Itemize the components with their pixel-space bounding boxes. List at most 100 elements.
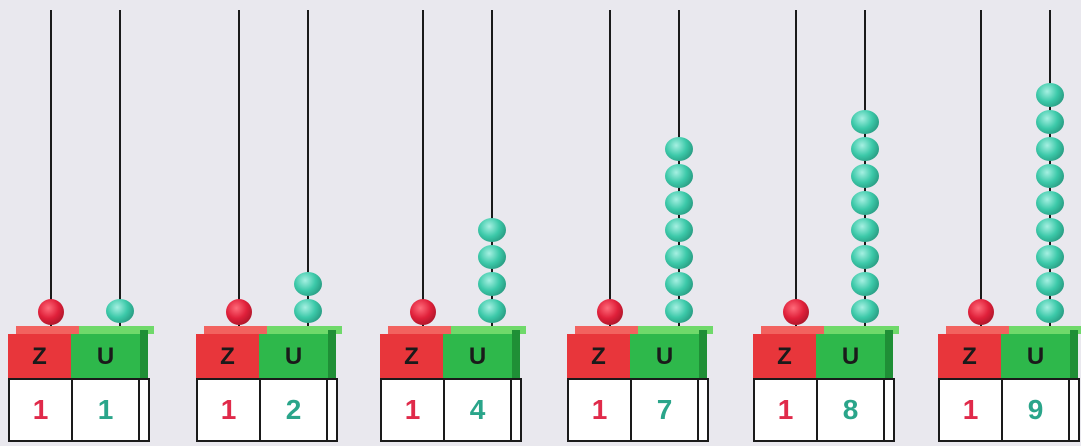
tens-bead bbox=[38, 299, 64, 325]
tens-digit: 1 bbox=[380, 378, 445, 442]
tens-rod bbox=[609, 10, 611, 326]
unit-bead bbox=[851, 110, 879, 134]
digit-box-side bbox=[512, 378, 522, 442]
unit-bead bbox=[851, 299, 879, 323]
unit-bead bbox=[1036, 299, 1064, 323]
digit-box-side bbox=[699, 378, 709, 442]
units-header: U bbox=[1001, 334, 1070, 380]
tens-header: Z bbox=[567, 334, 630, 380]
unit-bead bbox=[478, 272, 506, 296]
units-digit: 7 bbox=[630, 378, 699, 442]
unit-bead bbox=[478, 218, 506, 242]
unit-bead bbox=[294, 272, 322, 296]
unit-bead bbox=[851, 191, 879, 215]
units-header: U bbox=[443, 334, 512, 380]
tens-bead bbox=[968, 299, 994, 325]
tens-rod bbox=[795, 10, 797, 326]
digit-box-side bbox=[328, 378, 338, 442]
unit-bead bbox=[294, 299, 322, 323]
unit-bead bbox=[851, 272, 879, 296]
units-header: U bbox=[71, 334, 140, 380]
unit-bead bbox=[1036, 137, 1064, 161]
unit-bead bbox=[1036, 272, 1064, 296]
tens-box-top bbox=[575, 326, 638, 334]
tens-header: Z bbox=[196, 334, 259, 380]
unit-bead bbox=[1036, 164, 1064, 188]
units-rod bbox=[491, 10, 493, 326]
unit-bead bbox=[1036, 83, 1064, 107]
tens-box-top bbox=[204, 326, 267, 334]
units-box-side bbox=[140, 330, 148, 380]
tens-box-top bbox=[946, 326, 1009, 334]
unit-bead bbox=[851, 245, 879, 269]
unit-bead bbox=[1036, 110, 1064, 134]
unit-bead bbox=[478, 245, 506, 269]
units-digit: 2 bbox=[259, 378, 328, 442]
unit-bead bbox=[665, 218, 693, 242]
tens-rod bbox=[238, 10, 240, 326]
units-header: U bbox=[259, 334, 328, 380]
unit-bead bbox=[1036, 245, 1064, 269]
tens-bead bbox=[783, 299, 809, 325]
unit-bead bbox=[665, 245, 693, 269]
unit-bead bbox=[851, 164, 879, 188]
tens-rod bbox=[50, 10, 52, 326]
tens-box-top bbox=[761, 326, 824, 334]
unit-bead bbox=[106, 299, 134, 323]
tens-rod bbox=[422, 10, 424, 326]
units-rod bbox=[307, 10, 309, 326]
units-rod bbox=[119, 10, 121, 326]
tens-digit: 1 bbox=[567, 378, 632, 442]
tens-box-top bbox=[388, 326, 451, 334]
tens-header: Z bbox=[753, 334, 816, 380]
tens-digit: 1 bbox=[196, 378, 261, 442]
units-digit: 9 bbox=[1001, 378, 1070, 442]
digit-box-side bbox=[140, 378, 150, 442]
units-box-side bbox=[328, 330, 336, 380]
tens-header: Z bbox=[8, 334, 71, 380]
digit-box-side bbox=[1070, 378, 1080, 442]
tens-digit: 1 bbox=[753, 378, 818, 442]
units-box-top bbox=[267, 326, 342, 334]
units-box-side bbox=[885, 330, 893, 380]
unit-bead bbox=[478, 299, 506, 323]
units-digit: 1 bbox=[71, 378, 140, 442]
units-box-top bbox=[638, 326, 713, 334]
tens-header: Z bbox=[380, 334, 443, 380]
digit-box-side bbox=[885, 378, 895, 442]
unit-bead bbox=[665, 164, 693, 188]
unit-bead bbox=[665, 191, 693, 215]
units-box-top bbox=[451, 326, 526, 334]
unit-bead bbox=[1036, 191, 1064, 215]
unit-bead bbox=[665, 272, 693, 296]
tens-bead bbox=[226, 299, 252, 325]
units-digit: 4 bbox=[443, 378, 512, 442]
tens-digit: 1 bbox=[8, 378, 73, 442]
units-box-side bbox=[699, 330, 707, 380]
unit-bead bbox=[851, 137, 879, 161]
units-box-side bbox=[1070, 330, 1078, 380]
tens-header: Z bbox=[938, 334, 1001, 380]
units-digit: 8 bbox=[816, 378, 885, 442]
units-box-top bbox=[1009, 326, 1081, 334]
units-box-side bbox=[512, 330, 520, 380]
units-header: U bbox=[816, 334, 885, 380]
unit-bead bbox=[665, 137, 693, 161]
tens-box-top bbox=[16, 326, 79, 334]
unit-bead bbox=[665, 299, 693, 323]
unit-bead bbox=[1036, 218, 1064, 242]
tens-bead bbox=[410, 299, 436, 325]
tens-rod bbox=[980, 10, 982, 326]
units-box-top bbox=[79, 326, 154, 334]
units-header: U bbox=[630, 334, 699, 380]
tens-bead bbox=[597, 299, 623, 325]
tens-digit: 1 bbox=[938, 378, 1003, 442]
units-box-top bbox=[824, 326, 899, 334]
